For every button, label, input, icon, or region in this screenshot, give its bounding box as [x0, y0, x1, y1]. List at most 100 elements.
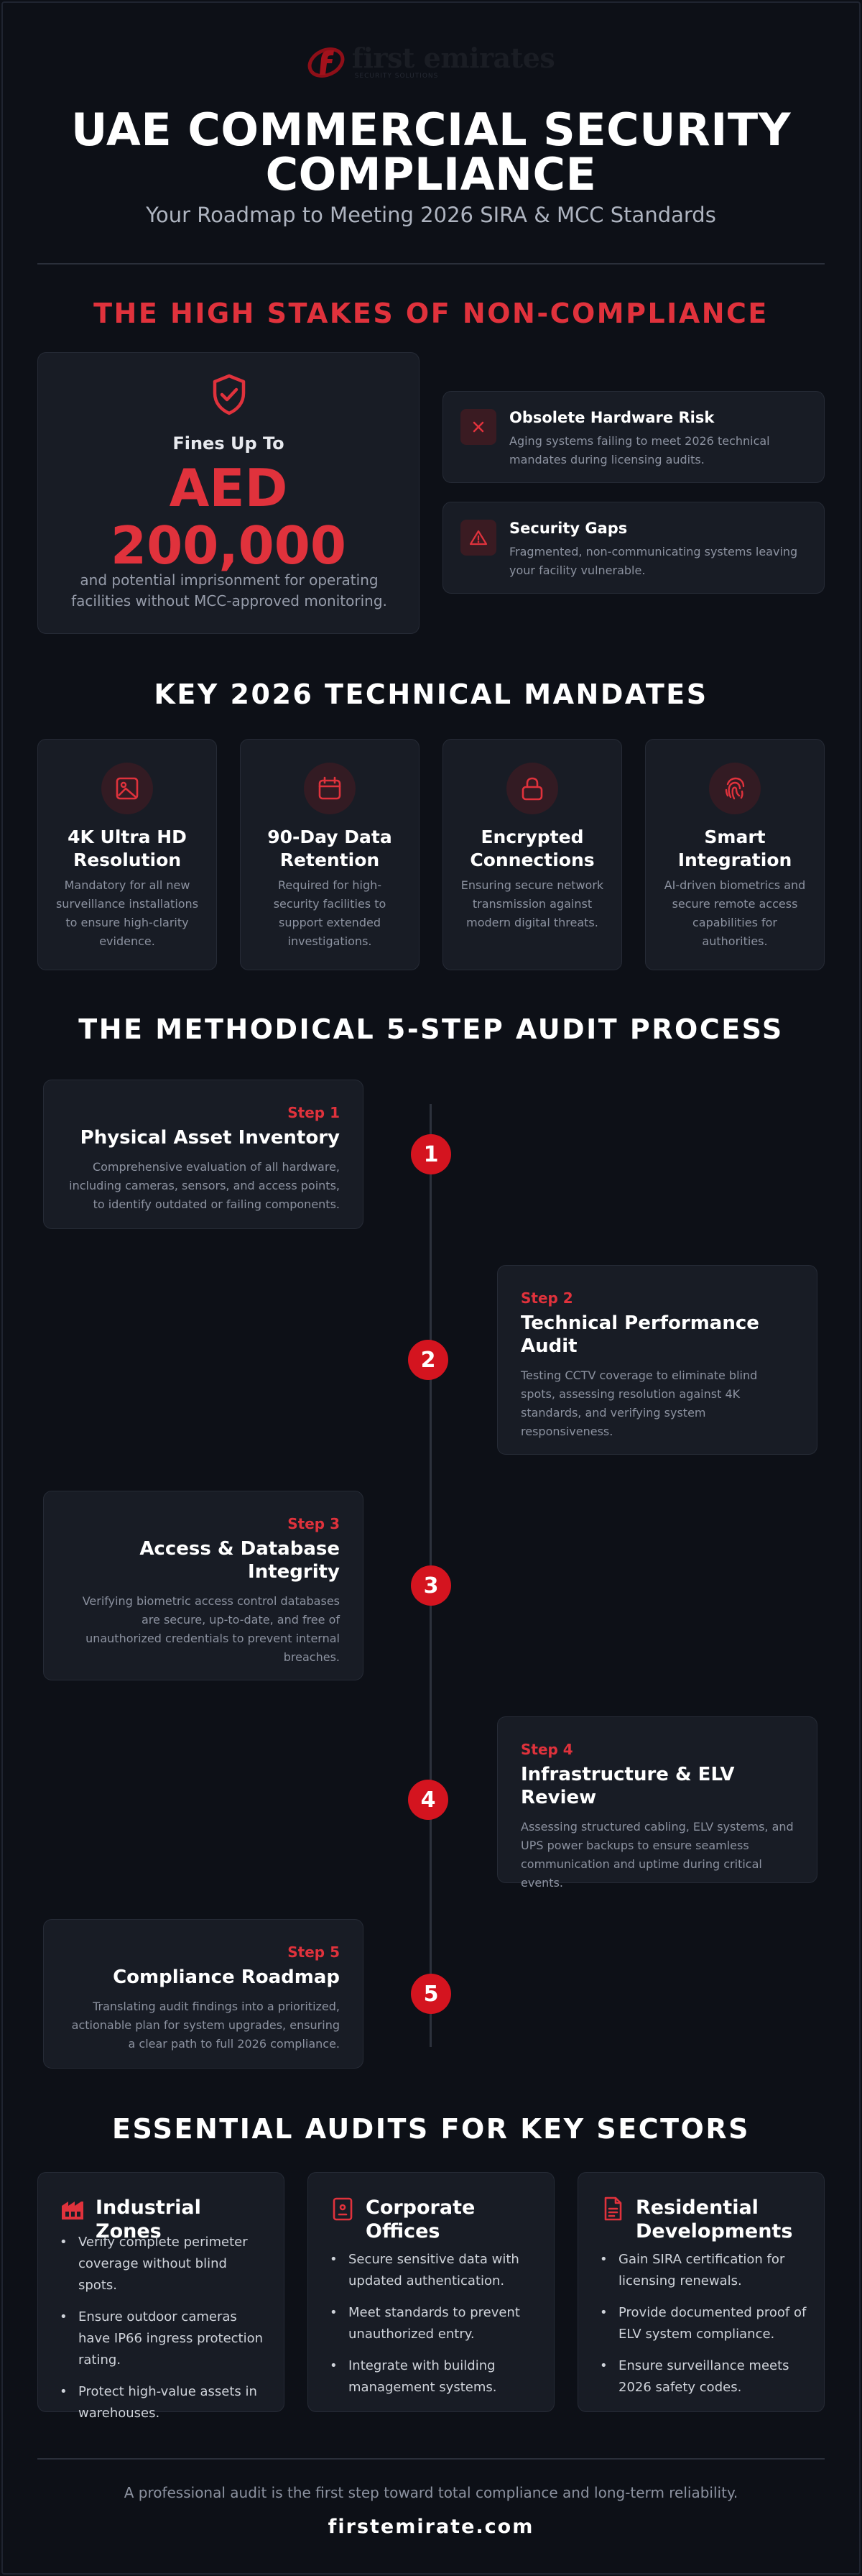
badge-icon: [333, 2197, 353, 2221]
sector-bullet: Gain SIRA certification for licensing re…: [600, 2249, 807, 2292]
step-description: Testing CCTV coverage to eliminate blind…: [521, 1368, 758, 1438]
logo-mark-icon: [307, 47, 345, 78]
step-label: Step 4: [521, 1741, 573, 1758]
fine-card: Fines Up To AED 200,000 and potential im…: [37, 352, 420, 634]
sector-bullet-list: Gain SIRA certification for licensing re…: [600, 2249, 807, 2409]
mandate-title-line: 90-Day Data: [267, 827, 392, 847]
risk-description: Aging systems failing to meet 2026 techn…: [509, 434, 770, 466]
mandate-title-line: Integration: [677, 850, 792, 870]
sector-title: Residential Developments: [636, 2196, 793, 2242]
mandate-title: 4K Ultra HD Resolution: [45, 826, 209, 872]
fine-amount: AED 200,000: [38, 459, 419, 574]
step-description: Assessing structured cabling, ELV system…: [521, 1820, 794, 1890]
mandate-title-line: Retention: [279, 850, 380, 870]
mandate-description: AI-driven biometrics and secure remote a…: [664, 878, 806, 948]
step-label: Step 1: [287, 1104, 340, 1121]
step-description: Comprehensive evaluation of all hardware…: [69, 1160, 340, 1211]
fine-currency: AED: [169, 458, 288, 518]
mandate-description: Required for high-security facilities to…: [273, 878, 386, 948]
sector-card-industrial: Industrial Zones Verify complete perimet…: [37, 2172, 284, 2421]
sector-bullet: Provide documented proof of ELV system c…: [600, 2302, 807, 2345]
risk-card-obsolete-hardware: Obsolete Hardware Risk Aging systems fai…: [442, 391, 825, 483]
sector-bullet: Secure sensitive data with updated authe…: [330, 2249, 537, 2292]
step-label: Step 5: [287, 1944, 340, 1961]
risk-title: Obsolete Hardware Risk: [509, 409, 715, 426]
divider: [37, 263, 825, 264]
fingerprint-icon: [709, 763, 761, 814]
factory-icon: [62, 2202, 83, 2220]
brand-logo: first emirates SECURITY SOLUTIONS: [0, 43, 862, 80]
stakes-section-title: THE HIGH STAKES OF NON-COMPLIANCE: [93, 298, 769, 329]
sectors-section-title: ESSENTIAL AUDITS FOR KEY SECTORS: [112, 2113, 750, 2145]
step-label: Step 2: [521, 1289, 573, 1307]
audit-step-card-2: Step 2 Technical Performance Audit Testi…: [497, 1265, 817, 1455]
step-number-1: 1: [411, 1134, 451, 1174]
lock-icon: [506, 763, 558, 814]
risk-title: Security Gaps: [509, 520, 628, 537]
step-title: Compliance Roadmap: [113, 1966, 340, 1988]
fine-description: and potential imprisonment for operating…: [71, 571, 387, 610]
step-title: Infrastructure & ELV Review: [521, 1764, 735, 1808]
sector-bullet-list: Secure sensitive data with updated authe…: [330, 2249, 537, 2409]
page-title-line-2: COMPLIANCE: [265, 148, 597, 201]
footer-text: A professional audit is the first step t…: [124, 2484, 738, 2501]
step-description: Translating audit findings into a priori…: [71, 2000, 340, 2051]
risk-card-security-gaps: Security Gaps Fragmented, non-communicat…: [442, 502, 825, 594]
page-subtitle: Your Roadmap to Meeting 2026 SIRA & MCC …: [146, 203, 716, 227]
step-number-5: 5: [411, 1974, 451, 2014]
step-number-3: 3: [411, 1565, 451, 1606]
mandate-title-line: Resolution: [73, 850, 182, 870]
audit-step-card-1: Step 1 Physical Asset Inventory Comprehe…: [43, 1080, 363, 1229]
step-description: Verifying biometric access control datab…: [82, 1594, 340, 1664]
mandate-title-line: Encrypted: [481, 827, 584, 847]
x-icon: [460, 409, 496, 445]
step-title: Technical Performance Audit: [521, 1312, 759, 1357]
mandate-title-line: 4K Ultra HD: [68, 827, 187, 847]
image-icon: [101, 763, 153, 814]
sector-title: Corporate Offices: [366, 2196, 476, 2242]
audit-step-card-3: Step 3 Access & Database Integrity Verif…: [43, 1491, 363, 1680]
divider: [37, 2458, 825, 2460]
audit-step-card-4: Step 4 Infrastructure & ELV Review Asses…: [497, 1716, 817, 1890]
sector-bullet: Integrate with building management syste…: [330, 2355, 537, 2398]
document-icon: [604, 2196, 622, 2221]
step-label: Step 3: [287, 1515, 340, 1532]
sector-card-residential: Residential Developments Gain SIRA certi…: [578, 2172, 825, 2412]
step-title: Access & Database Integrity: [139, 1538, 340, 1583]
page-title: UAE COMMERCIAL SECURITY COMPLIANCE: [0, 108, 862, 197]
sector-bullet: Ensure outdoor cameras have IP66 ingress…: [60, 2306, 267, 2371]
step-title: Physical Asset Inventory: [80, 1127, 340, 1149]
mandate-card-4k: 4K Ultra HD Resolution Mandatory for all …: [37, 739, 217, 970]
fine-value: 200,000: [111, 515, 346, 576]
warning-icon: [460, 520, 496, 556]
footer-link[interactable]: firstemirate.com: [328, 2516, 534, 2538]
step-number-2: 2: [408, 1340, 448, 1380]
audit-section-title: THE METHODICAL 5-STEP AUDIT PROCESS: [78, 1013, 784, 1045]
sector-bullet-list: Verify complete perimeter coverage witho…: [60, 2232, 267, 2434]
logo-tagline: SECURITY SOLUTIONS: [354, 73, 439, 80]
sector-card-corporate: Corporate Offices Secure sensitive data …: [307, 2172, 555, 2412]
mandate-description: Ensuring secure network transmission aga…: [460, 878, 604, 929]
mandate-title-line: Smart: [704, 827, 766, 847]
page-title-line-1: UAE COMMERCIAL SECURITY: [70, 104, 792, 156]
audit-step-card-5: Step 5 Compliance Roadmap Translating au…: [43, 1919, 363, 2069]
sector-bullet: Protect high-value assets in warehouses.: [60, 2381, 267, 2424]
logo-text: first emirates: [351, 42, 555, 74]
calendar-icon: [304, 763, 356, 814]
sector-bullet: Ensure surveillance meets 2026 safety co…: [600, 2355, 807, 2398]
sector-bullet: Verify complete perimeter coverage witho…: [60, 2232, 267, 2296]
mandate-title-line: Connections: [470, 850, 595, 870]
shield-check-icon: [213, 374, 246, 415]
risk-description: Fragmented, non-communicating systems le…: [509, 545, 798, 577]
sector-bullet: Meet standards to prevent unauthorized e…: [330, 2302, 537, 2345]
step-number-4: 4: [408, 1780, 448, 1820]
fine-label: Fines Up To: [172, 433, 284, 454]
mandates-section-title: KEY 2026 TECHNICAL MANDATES: [154, 678, 708, 710]
mandate-description: Mandatory for all new surveillance insta…: [55, 878, 199, 948]
